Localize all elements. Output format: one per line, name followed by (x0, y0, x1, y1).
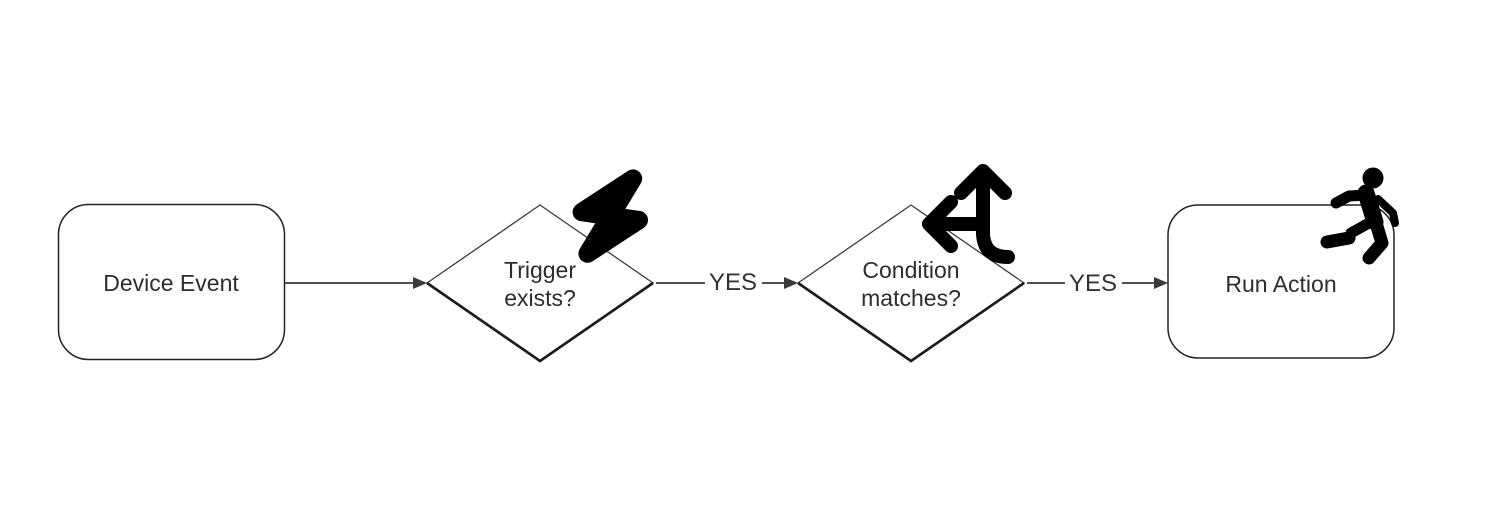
person-running-icon (1320, 167, 1399, 265)
decision-condition-matches-shape (796, 204, 1026, 363)
arrows-split-up-and-left-icon (922, 164, 1015, 264)
node-device-event-shape (57, 203, 286, 361)
edge-condition-to-action (1027, 277, 1168, 289)
edge-device-to-trigger (285, 277, 427, 289)
edge-trigger-to-condition (656, 277, 798, 289)
bolt-icon (572, 169, 649, 263)
